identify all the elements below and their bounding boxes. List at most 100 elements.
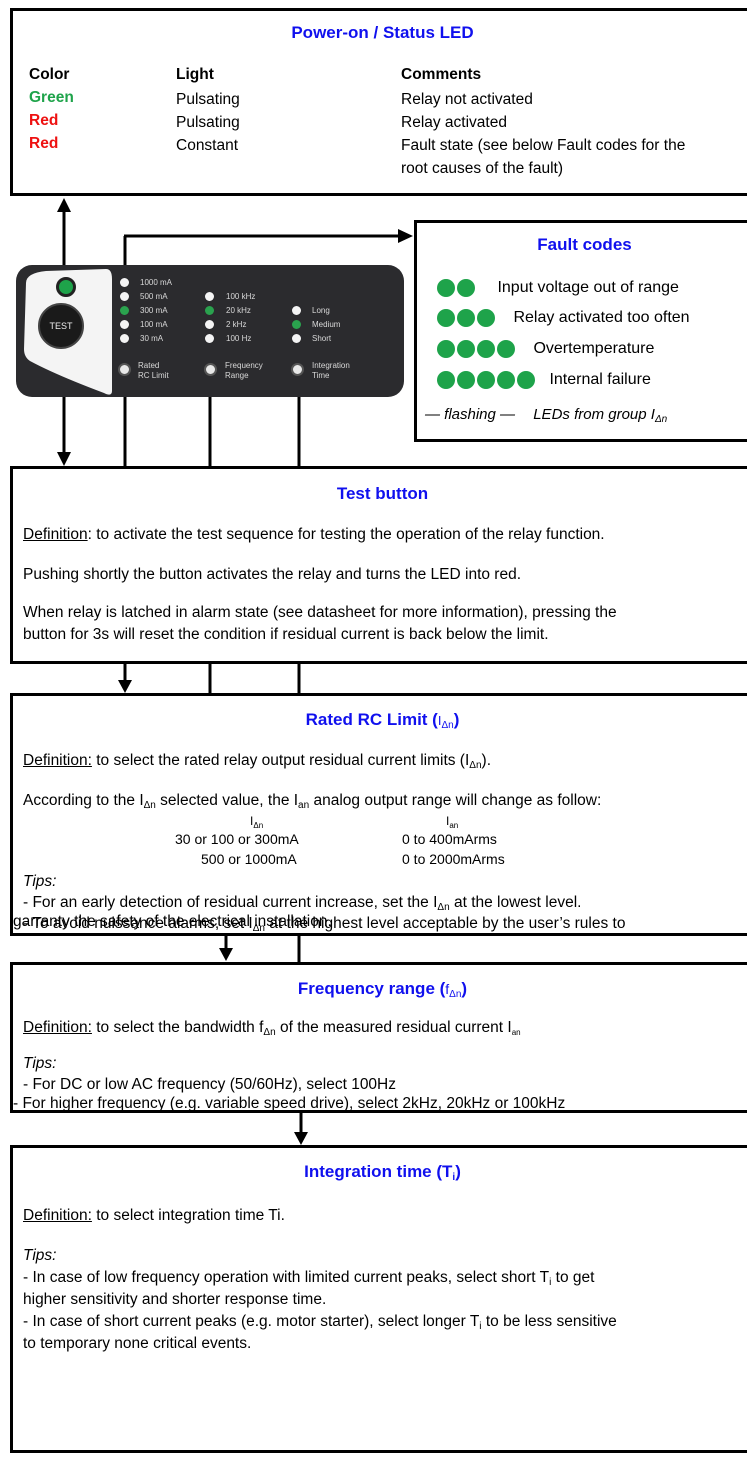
rated-tip1: - For an early detection of residual cur… — [23, 892, 581, 919]
led-long — [292, 306, 301, 315]
fault-label-2: Relay activated too often — [513, 309, 690, 327]
led-dot — [497, 371, 515, 389]
tip2-sub: Δn — [252, 923, 265, 934]
frequency-title-sub: Δn — [449, 989, 462, 1000]
integration-box: Integration time (Ti) Definition: to sel… — [10, 1145, 747, 1453]
led-dot — [437, 279, 455, 297]
fault-label-1: Input voltage out of range — [497, 279, 679, 297]
rated-rc-title: Rated RC Limit (IΔn) — [13, 710, 747, 731]
header-comments: Comments — [401, 66, 482, 83]
fault-row-1: Input voltage out of range — [437, 279, 679, 297]
led-dot — [457, 340, 475, 358]
label-long: Long — [312, 306, 330, 315]
rated-according: According to the IΔn selected value, the… — [23, 790, 601, 817]
range-row1-b: 0 to 400mArms — [402, 831, 497, 847]
tip2b: to be less sensitive — [481, 1313, 617, 1330]
led-dot — [457, 279, 475, 297]
integration-tip1-cont: higher sensitivity and shorter response … — [23, 1291, 327, 1308]
fault-label-4: Internal failure — [549, 371, 651, 389]
definition-text: to select integration time Ti. — [91, 1207, 285, 1224]
according-a: According to the I — [23, 792, 144, 809]
integration-tip2-cont: to temporary none critical events. — [23, 1335, 252, 1352]
integration-knob[interactable] — [291, 363, 304, 376]
status-led-box: Power-on / Status LED Color Light Commen… — [10, 8, 747, 196]
integration-definition: Definition: to select integration time T… — [23, 1205, 285, 1227]
tip2b: at the highest level acceptable by the u… — [265, 915, 626, 932]
definition-sub: Δn — [469, 760, 482, 771]
led-100ma — [120, 320, 129, 329]
rated-rc-box: Rated RC Limit (IΔn) Definition: to sele… — [10, 693, 747, 936]
fault-note-group: LEDs from group I — [533, 406, 655, 423]
definition-label: Definition: — [23, 1207, 92, 1224]
tip1a: - For an early detection of residual cur… — [23, 894, 438, 911]
rated-tip2-cont: garranty the safety of the electrical in… — [13, 913, 332, 930]
tip1-sub: Δn — [437, 902, 450, 913]
led-dot — [477, 309, 495, 327]
frequency-tip2: - For higher frequency (e.g. variable sp… — [13, 1095, 566, 1112]
device-panel: TEST 1000 mA 500 mA 300 mA 100 mA 30 mA … — [16, 265, 404, 397]
frequency-knob[interactable] — [204, 363, 217, 376]
frequency-tip1: - For DC or low AC frequency (50/60Hz), … — [23, 1076, 396, 1093]
integration-tip1: - In case of low frequency operation wit… — [23, 1267, 594, 1294]
row3-comment-cont: root causes of the fault) — [401, 160, 563, 177]
frequency-title-end: ) — [461, 979, 468, 998]
row2-color: Red — [29, 112, 59, 129]
definition-label: Definition: — [23, 752, 92, 769]
row3-light: Constant — [176, 137, 239, 154]
led-20khz — [205, 306, 214, 315]
frequency-title-sym: f — [445, 981, 450, 997]
test-p3b: button for 3s will reset the condition i… — [23, 626, 549, 643]
row2-comment: Relay activated — [401, 114, 507, 131]
row3-color: Red — [29, 135, 59, 152]
header-color: Color — [29, 66, 70, 83]
rated-rc-title-text: Rated RC Limit ( — [305, 710, 438, 729]
led-dot — [437, 371, 455, 389]
knob3-label-b: Time — [312, 371, 330, 380]
status-led-title: Power-on / Status LED — [291, 23, 474, 42]
led-500ma — [120, 292, 129, 301]
integration-title-end: ) — [455, 1162, 461, 1181]
according-sub2: an — [298, 800, 310, 811]
knob2-label-a: Frequency — [225, 361, 263, 370]
tip2a: - In case of short current peaks (e.g. m… — [23, 1313, 480, 1330]
label-20khz: 20 kHz — [226, 306, 251, 315]
fault-codes-title: Fault codes — [537, 235, 632, 254]
header-light: Light — [176, 66, 214, 83]
frequency-title-text: Frequency range ( — [297, 979, 446, 998]
fault-codes-box: Fault codes Input voltage out of range R… — [414, 220, 747, 442]
status-led-indicator — [56, 277, 76, 297]
rated-tips: Tips: — [23, 873, 57, 890]
rated-definition: Definition: to select the rated relay ou… — [23, 750, 491, 777]
col2-head: I — [446, 814, 450, 828]
rated-rc-title-sym: I — [437, 713, 442, 728]
led-dot — [517, 371, 535, 389]
range-col1-head: IΔn — [250, 814, 263, 830]
integration-title: Integration time (Ti) — [13, 1162, 747, 1183]
knob2-label-b: Range — [225, 371, 249, 380]
label-short: Short — [312, 334, 332, 343]
label-100ma: 100 mA — [140, 320, 168, 329]
range-row1-a: 30 or 100 or 300mA — [175, 831, 299, 847]
label-500ma: 500 mA — [140, 292, 168, 301]
fault-note-sub: Δn — [654, 414, 668, 425]
test-button[interactable]: TEST — [38, 303, 84, 349]
definition-label: Definition — [23, 526, 88, 543]
knob1-label-b: RC Limit — [138, 371, 169, 380]
tip1-sub: i — [549, 1277, 552, 1288]
test-p2: Pushing shortly the button activates the… — [23, 566, 522, 583]
integration-title-text: Integration time (T — [304, 1162, 453, 1181]
row1-light: Pulsating — [176, 91, 240, 108]
according-sub1: Δn — [143, 800, 156, 811]
col1-head: I — [250, 814, 254, 828]
range-col2-head: Ian — [446, 814, 458, 830]
led-2khz — [205, 320, 214, 329]
frequency-box: Frequency range (fΔn) Definition: to sel… — [10, 962, 747, 1113]
definition-sub: Δn — [263, 1027, 276, 1038]
label-30ma: 30 mA — [140, 334, 164, 343]
led-100khz — [205, 292, 214, 301]
rated-rc-knob[interactable] — [118, 363, 131, 376]
row2-light: Pulsating — [176, 114, 240, 131]
rated-rc-title-sub: Δn — [441, 720, 454, 731]
fault-note: — flashing — LEDs from group IΔn — [425, 406, 667, 425]
integration-tip2: - In case of short current peaks (e.g. m… — [23, 1311, 617, 1338]
